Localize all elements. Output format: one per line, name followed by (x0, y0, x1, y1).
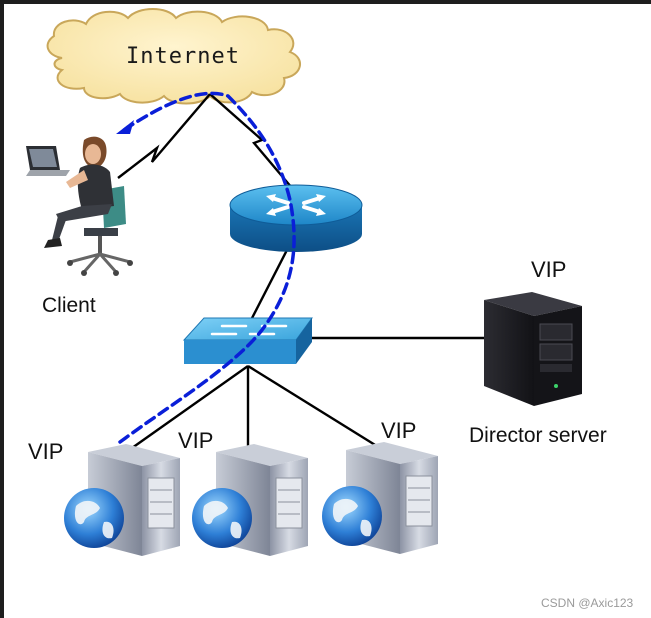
switch-rs3-link (247, 364, 381, 450)
client-person-laptop-icon (26, 136, 133, 276)
client-label: Client (42, 294, 96, 317)
internet-cloud-icon (46, 8, 301, 105)
window-top-border (0, 0, 651, 4)
director-server-label: Director server (469, 424, 607, 447)
packet-return-path (116, 91, 296, 444)
network-links (117, 93, 488, 450)
watermark-text: CSDN @Axic123 (541, 596, 634, 610)
switch-rs1-link (131, 365, 249, 449)
router-switch-link (248, 247, 290, 323)
switch-icon (182, 317, 313, 364)
window-left-border (0, 0, 4, 618)
real-server-1-vip-label: VIP (28, 439, 64, 464)
director-server-icon (484, 292, 582, 406)
router-icon (229, 184, 363, 252)
real-server-3-globe-icon (322, 486, 382, 546)
real-server-2-globe-icon (192, 488, 252, 548)
real-server-3-vip-label: VIP (381, 418, 417, 443)
real-server-2-vip-label: VIP (178, 428, 214, 453)
internet-router-link (209, 93, 293, 189)
client-link (117, 93, 211, 179)
packet-arrowhead-icon (116, 120, 134, 134)
real-server-1-globe-icon (64, 488, 124, 548)
director-vip-label: VIP (531, 257, 567, 282)
internet-label: Internet (126, 44, 240, 69)
